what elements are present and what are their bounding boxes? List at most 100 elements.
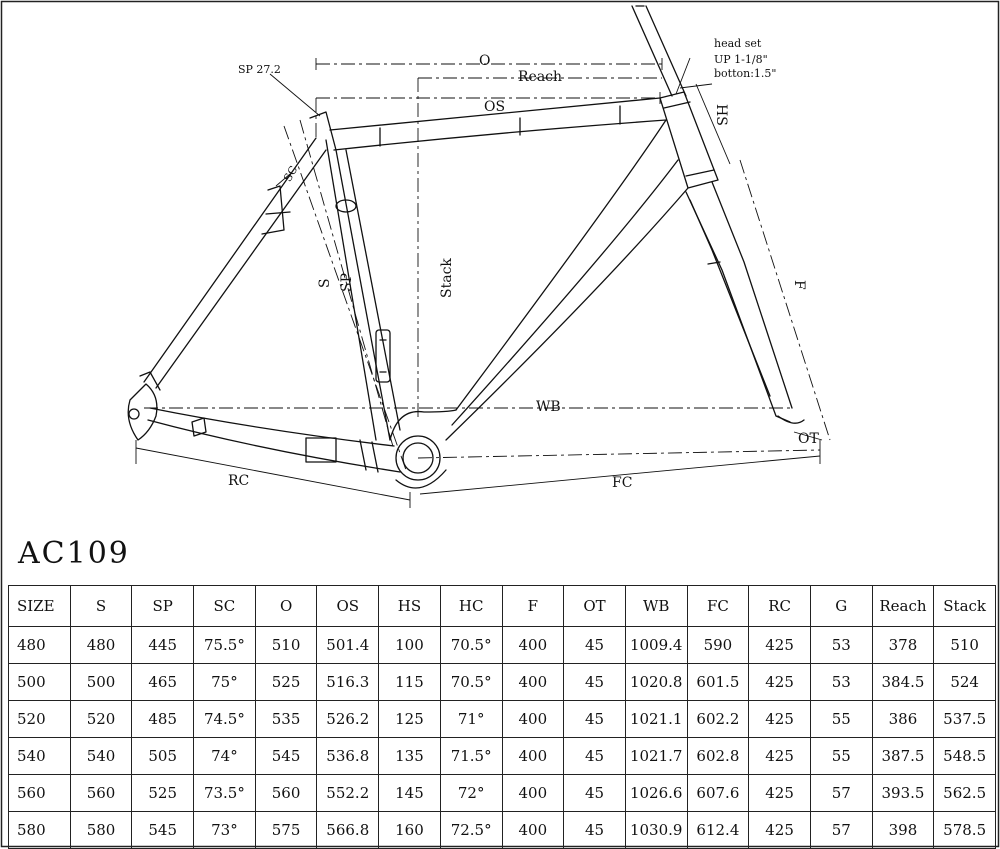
table-cell: 45 xyxy=(563,811,626,849)
column-header: O xyxy=(254,585,318,627)
dim-ot-label: OT xyxy=(798,431,819,447)
table-cell: 72° xyxy=(439,774,503,812)
table-cell: 160 xyxy=(378,811,441,849)
bottom-bracket xyxy=(389,409,457,489)
table-cell: 525 xyxy=(131,774,195,812)
head-tube xyxy=(659,91,719,189)
table-cell: 445 xyxy=(131,626,195,664)
head-set-label: head set xyxy=(714,37,762,50)
table-cell: 45 xyxy=(563,663,626,701)
table-cell: 145 xyxy=(378,774,441,812)
table-cell: 398 xyxy=(871,811,935,849)
dim-sp-label: SP xyxy=(339,272,355,292)
table-cell: 393.5 xyxy=(871,774,935,812)
table-cell: 72.5° xyxy=(439,811,503,849)
table-cell: 510 xyxy=(254,626,318,664)
dim-o-label: O xyxy=(479,53,491,69)
column-header: Stack xyxy=(933,585,996,627)
table-cell: 45 xyxy=(563,626,626,664)
table-cell: 545 xyxy=(131,811,195,849)
table-cell: 100 xyxy=(378,626,441,664)
fork xyxy=(685,181,805,424)
table-cell: 387.5 xyxy=(871,737,935,775)
column-header: RC xyxy=(748,585,811,627)
dim-fc-label: FC xyxy=(612,475,633,491)
steerer-tube xyxy=(631,5,687,97)
column-header: Reach xyxy=(871,585,935,627)
table-cell: 480 xyxy=(69,626,133,664)
table-cell: 57 xyxy=(809,774,873,812)
table-cell: 115 xyxy=(378,663,441,701)
table-cell: 75.5° xyxy=(193,626,256,664)
table-cell: 602.8 xyxy=(686,737,750,775)
column-header: OT xyxy=(563,585,626,627)
rear-dropout xyxy=(127,371,207,441)
table-cell: 520 xyxy=(8,700,71,738)
table-cell: 400 xyxy=(501,626,565,664)
table-cell: 500 xyxy=(69,663,133,701)
table-cell: 74.5° xyxy=(193,700,256,738)
table-cell: 602.2 xyxy=(686,700,750,738)
table-cell: 510 xyxy=(933,626,996,664)
table-cell: 425 xyxy=(748,663,811,701)
table-cell: 425 xyxy=(748,626,811,664)
table-cell: 535 xyxy=(254,700,318,738)
table-cell: 537.5 xyxy=(933,700,996,738)
table-cell: 1009.4 xyxy=(624,626,688,664)
chain-stay xyxy=(147,407,401,473)
column-header: F xyxy=(501,585,565,627)
table-cell: 400 xyxy=(501,737,565,775)
table-cell: 425 xyxy=(748,774,811,812)
head-set-bottom-label: botton:1.5" xyxy=(714,67,777,80)
table-cell: 71.5° xyxy=(439,737,503,775)
frame-geometry-drawing xyxy=(127,5,831,508)
table-cell: 45 xyxy=(563,774,626,812)
table-cell: 425 xyxy=(748,700,811,738)
table-cell: 400 xyxy=(501,700,565,738)
table-cell: 45 xyxy=(563,700,626,738)
table-cell: 524 xyxy=(933,663,996,701)
column-header: OS xyxy=(316,585,380,627)
table-cell: 505 xyxy=(131,737,195,775)
dim-stack-label: Stack xyxy=(439,258,455,298)
table-cell: 552.2 xyxy=(316,774,380,812)
table-cell: 55 xyxy=(809,700,873,738)
table-cell: 378 xyxy=(871,626,935,664)
table-cell: 562.5 xyxy=(933,774,996,812)
table-cell: 520 xyxy=(69,700,133,738)
table-cell: 580 xyxy=(8,811,71,849)
table-cell: 500 xyxy=(8,663,71,701)
dim-f-label: F xyxy=(791,280,807,290)
table-cell: 400 xyxy=(501,663,565,701)
dim-rc-label: RC xyxy=(228,473,250,489)
table-cell: 400 xyxy=(501,811,565,849)
table-cell: 560 xyxy=(8,774,71,812)
table-cell: 465 xyxy=(131,663,195,701)
dim-s-label: S xyxy=(317,278,333,288)
column-header: SC xyxy=(193,585,256,627)
column-header: G xyxy=(809,585,873,627)
down-tube xyxy=(445,119,689,441)
dim-wb-label: WB xyxy=(536,399,561,415)
table-cell: 70.5° xyxy=(439,663,503,701)
table-cell: 540 xyxy=(69,737,133,775)
table-cell: 125 xyxy=(378,700,441,738)
dim-hs-label: HS xyxy=(713,104,729,126)
table-cell: 560 xyxy=(254,774,318,812)
table-cell: 425 xyxy=(748,811,811,849)
seatpost-size-label: SP 27.2 xyxy=(238,63,281,76)
table-cell: 135 xyxy=(378,737,441,775)
seat-tube xyxy=(309,111,401,441)
table-cell: 525 xyxy=(254,663,318,701)
column-header: FC xyxy=(686,585,750,627)
table-cell: 545 xyxy=(254,737,318,775)
table-cell: 1020.8 xyxy=(624,663,688,701)
head-set-upper-label: UP 1-1/8" xyxy=(714,53,768,66)
